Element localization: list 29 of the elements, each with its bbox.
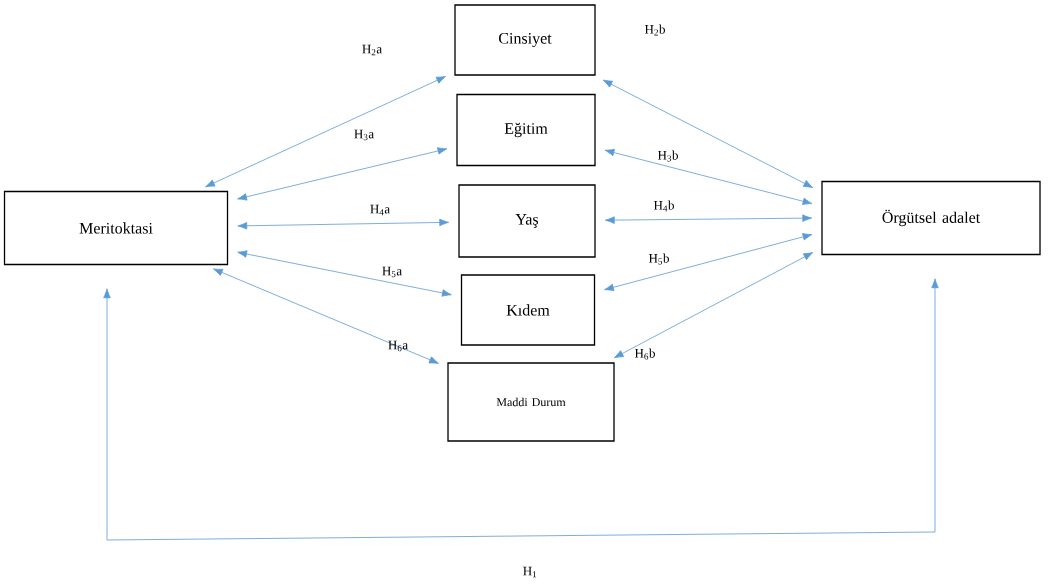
edge-label: H$_{6}$b bbox=[634, 348, 655, 360]
concept-box: Örgütsel adalet bbox=[821, 180, 1041, 256]
arrow bbox=[237, 218, 450, 230]
concept-box: Kıdem bbox=[460, 274, 596, 346]
arrow bbox=[604, 214, 813, 224]
arrow bbox=[602, 79, 814, 188]
arrow bbox=[103, 278, 939, 541]
arrow bbox=[613, 252, 814, 359]
edge-label: H$_{6}$a bbox=[388, 340, 408, 352]
arrow bbox=[237, 147, 448, 201]
arrow bbox=[604, 233, 813, 291]
edge-label: H$_{4}$b bbox=[653, 200, 674, 212]
edge-label: H$_{2}$a bbox=[362, 44, 382, 56]
concept-box: Yaş bbox=[458, 184, 596, 258]
arrow bbox=[213, 268, 439, 364]
concept-box: Maddi Durum bbox=[447, 362, 615, 442]
edge-label: H$_{4}$a bbox=[370, 204, 390, 216]
arrow bbox=[205, 76, 446, 188]
edge-label: H$_{5}$b bbox=[648, 253, 669, 265]
concept-box: Cinsiyet bbox=[454, 4, 596, 76]
concept-box: Eğitim bbox=[456, 93, 596, 167]
edge-label: H$_{1}$ bbox=[523, 566, 537, 578]
arrow bbox=[237, 250, 452, 297]
edge-label: H$_{3}$b bbox=[657, 150, 678, 162]
arrow bbox=[604, 148, 813, 205]
edge-label: H$_{3}$a bbox=[354, 129, 374, 141]
edge-label: H$_{5}$a bbox=[382, 266, 402, 278]
edge-label: H$_{2}$b bbox=[644, 24, 665, 36]
concept-box: Meritoktasi bbox=[3, 190, 229, 266]
